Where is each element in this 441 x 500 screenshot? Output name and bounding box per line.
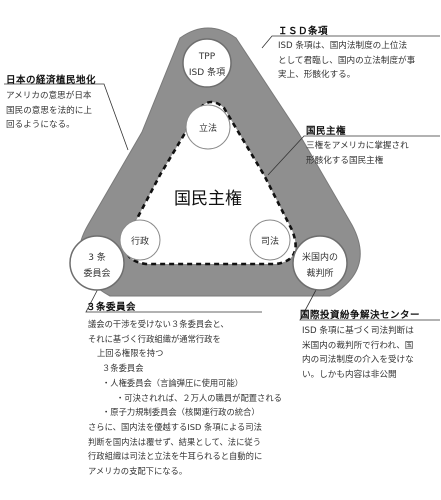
executive-label: 行政 bbox=[131, 235, 149, 247]
tpp-isd-circle bbox=[182, 38, 232, 88]
committee-line: 判断を国内法は覆せず、結果として、法に従う bbox=[88, 436, 261, 447]
legislature-label: 立法 bbox=[199, 122, 217, 134]
committee-label-2: 委員会 bbox=[83, 267, 110, 279]
us-court-label-2: 裁判所 bbox=[306, 267, 333, 279]
leader-committee bbox=[85, 284, 262, 313]
committee-line: ３条委員会 bbox=[102, 363, 144, 374]
committee-label-1: 3 条 bbox=[88, 251, 106, 263]
committee-line: 議会の干渉を受けない３条委員会と、 bbox=[88, 319, 229, 329]
us-court-circle bbox=[292, 235, 348, 291]
isd-line: 実上、形骸化する。 bbox=[278, 70, 356, 81]
committee-annotation-title: ３条委員会 bbox=[86, 302, 137, 313]
committee-line: ・人権委員会（言論弾圧に使用可能） bbox=[102, 377, 244, 388]
judiciary-circle bbox=[249, 219, 291, 261]
isd-annotation-title: ＩＳＤ条項 bbox=[278, 26, 329, 37]
sovereignty-line: 形骸化する国民主権 bbox=[306, 155, 384, 166]
committee-line: 上回る権限を持つ bbox=[97, 348, 164, 359]
colony-line: 回るようになる。 bbox=[6, 120, 75, 131]
isd-annotation-text: ISD 条項は、国内法制度の上位法 として君臨し、国内の立法制度が事 実上、形骸… bbox=[278, 39, 415, 83]
colony-line: アメリカの意思が日本 bbox=[6, 91, 92, 101]
isd-line: として君臨し、国内の立法制度が事 bbox=[278, 55, 416, 66]
committee-line: さらに、国内法を優越するISD 条項による司法 bbox=[88, 421, 262, 432]
isd-line: ISD 条項は、国内法制度の上位法 bbox=[278, 41, 408, 51]
isd-clause-label: ISD 条項 bbox=[189, 66, 225, 78]
judiciary-label: 司法 bbox=[261, 235, 279, 247]
legislature-circle bbox=[185, 104, 231, 150]
center-label: 国民主権 bbox=[174, 189, 242, 209]
committee-line: それに基づく行政組織が通常行政を bbox=[88, 333, 221, 344]
sovereignty-annotation-text: 三権をアメリカに掌握され 形骸化する国民主権 bbox=[306, 139, 409, 168]
icsid-annotation-title: 国際投資紛争解決センター bbox=[300, 310, 421, 321]
leader-isd bbox=[261, 35, 440, 49]
committee-line: アメリカの支配下になる。 bbox=[88, 466, 188, 477]
colony-annotation-title: 日本の経済植民地化 bbox=[6, 75, 97, 86]
icsid-line: 米国内の裁判所で行われ、国 bbox=[302, 340, 414, 351]
sovereignty-line: 三権をアメリカに掌握され bbox=[306, 141, 409, 151]
us-court-label-1: 米国内の bbox=[302, 251, 338, 263]
icsid-line: ISD 条項に基づく司法判断は bbox=[302, 326, 414, 336]
committee-annotation-text: 議会の干渉を受けない３条委員会と、 それに基づく行政組織が通常行政を 上回る権限… bbox=[88, 317, 282, 479]
sovereignty-annotation-title: 国民主権 bbox=[306, 126, 347, 137]
committee-line: 行政組織は司法と立法を牛耳られると自動的に bbox=[88, 451, 263, 462]
leader-icsid bbox=[299, 289, 440, 321]
executive-circle bbox=[119, 219, 161, 261]
leader-colony bbox=[4, 83, 129, 151]
icsid-line: い。しかも内容は非公開 bbox=[302, 369, 397, 380]
colony-line: 国民の意思を法的に上 bbox=[6, 105, 92, 116]
tpp-label: TPP bbox=[198, 52, 216, 62]
colony-annotation-text: アメリカの意思が日本 国民の意思を法的に上 回るようになる。 bbox=[6, 89, 92, 133]
committee-line: ・原子力規制委員会（核関連行政の統合） bbox=[102, 407, 260, 418]
icsid-line: 内の司法制度の介入を受けな bbox=[302, 355, 414, 366]
leader-sovereignty bbox=[267, 135, 440, 176]
icsid-annotation-text: ISD 条項に基づく司法判断は 米国内の裁判所で行われ、国 内の司法制度の介入を… bbox=[302, 324, 414, 382]
committee-line: ・可決されれば、２万人の職員が配置される bbox=[116, 392, 282, 403]
committee-circle bbox=[69, 235, 125, 291]
